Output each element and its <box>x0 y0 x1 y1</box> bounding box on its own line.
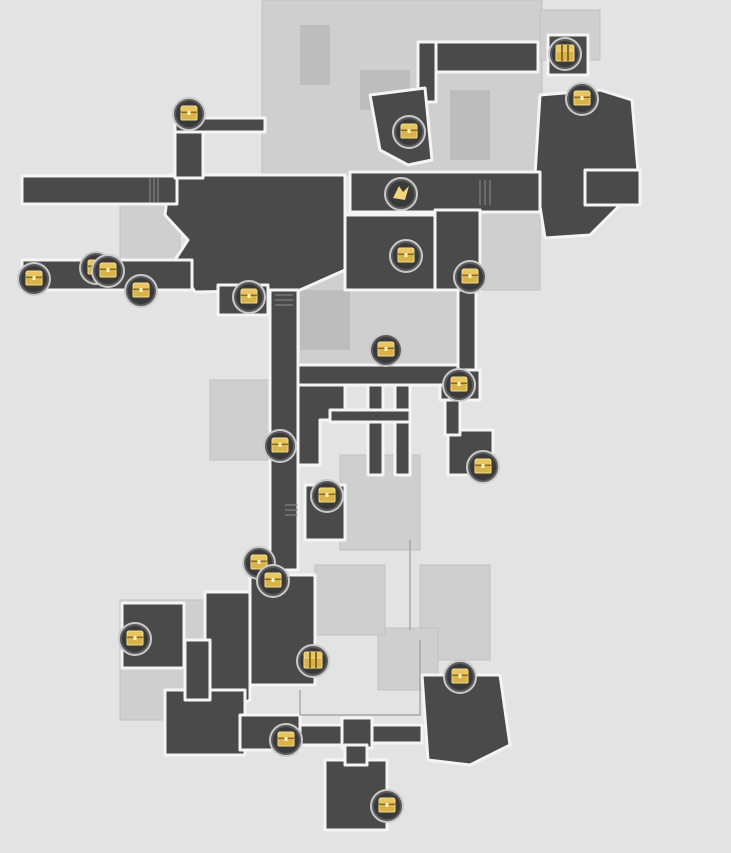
treasure-chest-icon <box>277 731 295 747</box>
premium-chest-icon <box>555 44 575 62</box>
treasure-chest-icon <box>474 458 492 474</box>
treasure-chest-marker[interactable] <box>565 82 599 116</box>
treasure-chest-marker[interactable] <box>17 262 51 296</box>
stairs <box>149 178 491 516</box>
treasure-chest-marker[interactable] <box>172 97 206 131</box>
treasure-chest-icon <box>377 341 395 357</box>
map-markers <box>17 37 599 823</box>
lower-level-outlines <box>299 540 421 716</box>
treasure-chest-icon <box>397 247 415 263</box>
treasure-chest-icon <box>451 668 469 684</box>
treasure-chest-marker[interactable] <box>466 450 500 484</box>
treasure-chest-marker[interactable] <box>232 280 266 314</box>
treasure-chest-icon <box>126 630 144 646</box>
treasure-chest-marker[interactable] <box>369 333 403 367</box>
treasure-chest-icon <box>318 487 336 503</box>
treasure-chest-icon <box>271 437 289 453</box>
treasure-chest-marker[interactable] <box>310 479 344 513</box>
reward-emblem-marker[interactable] <box>384 177 418 211</box>
treasure-chest-icon <box>180 105 198 121</box>
treasure-chest-marker[interactable] <box>91 254 125 288</box>
treasure-chest-icon <box>25 270 43 286</box>
treasure-chest-icon <box>378 797 396 813</box>
treasure-chest-marker[interactable] <box>124 274 158 308</box>
treasure-chest-icon <box>450 376 468 392</box>
treasure-chest-icon <box>99 262 117 278</box>
treasure-chest-marker[interactable] <box>370 789 404 823</box>
treasure-chest-marker[interactable] <box>389 239 423 273</box>
treasure-chest-marker[interactable] <box>118 622 152 656</box>
treasure-chest-marker[interactable] <box>269 723 303 757</box>
treasure-chest-marker[interactable] <box>442 368 476 402</box>
treasure-chest-icon <box>264 572 282 588</box>
treasure-chest-icon <box>240 288 258 304</box>
treasure-chest-marker[interactable] <box>392 115 426 149</box>
treasure-chest-marker[interactable] <box>256 564 290 598</box>
treasure-chest-icon <box>400 123 418 139</box>
treasure-chest-icon <box>573 90 591 106</box>
premium-chest-marker[interactable] <box>548 37 582 71</box>
premium-chest-icon <box>303 651 323 669</box>
premium-chest-marker[interactable] <box>296 644 330 678</box>
treasure-chest-icon <box>132 282 150 298</box>
treasure-chest-marker[interactable] <box>453 260 487 294</box>
treasure-chest-icon <box>461 268 479 284</box>
treasure-chest-marker[interactable] <box>443 660 477 694</box>
treasure-chest-marker[interactable] <box>263 429 297 463</box>
